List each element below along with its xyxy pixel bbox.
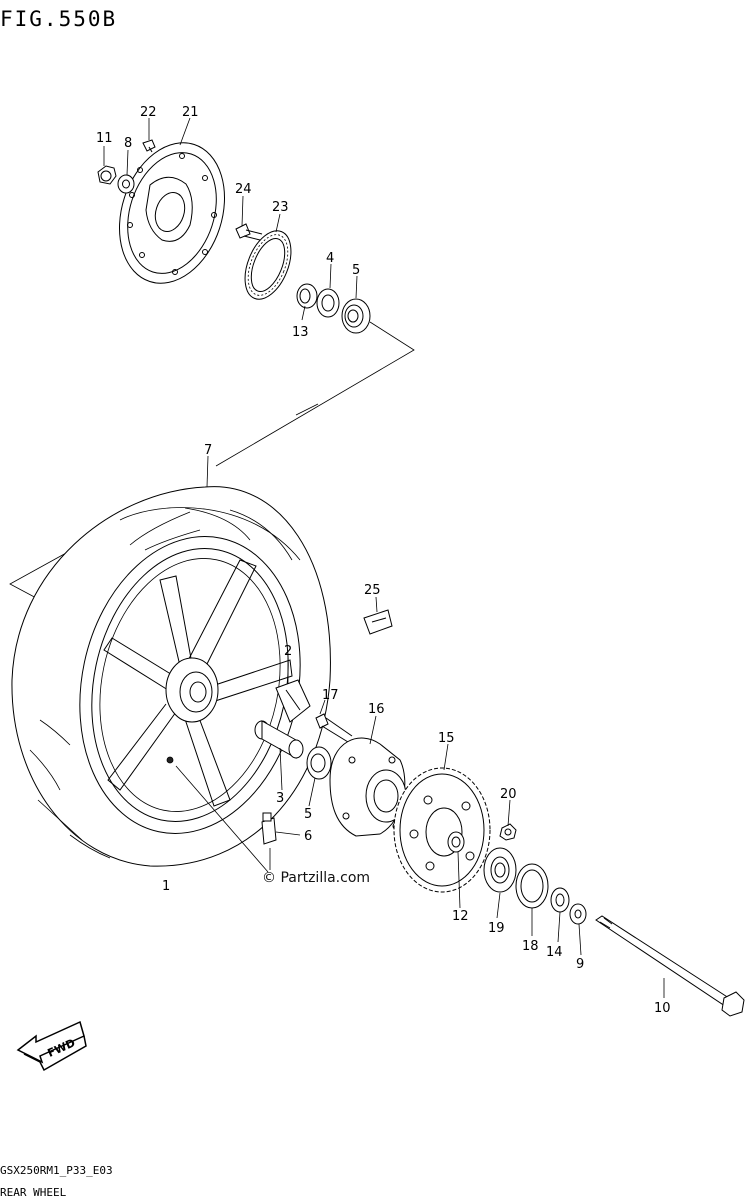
callout-11: 11 xyxy=(96,131,113,146)
callout-5-lower: 5 xyxy=(304,807,312,822)
callout-22: 22 xyxy=(140,105,157,120)
callout-23: 23 xyxy=(272,200,289,215)
leader-lines xyxy=(103,117,665,998)
callout-19: 19 xyxy=(488,921,505,936)
callout-21: 21 xyxy=(182,105,199,120)
callout-13: 13 xyxy=(292,325,309,340)
drum-bearing xyxy=(483,847,517,893)
figure-title: FIG.550B xyxy=(0,7,117,31)
sprocket-spacer xyxy=(447,831,465,853)
hub-damper xyxy=(275,679,311,723)
callout-1: 1 xyxy=(162,879,170,894)
callout-5-upper: 5 xyxy=(352,263,360,278)
rear-axle xyxy=(595,915,745,1017)
callout-18: 18 xyxy=(522,939,539,954)
sprocket-mounting-drum xyxy=(329,737,407,837)
callout-6: 6 xyxy=(304,829,312,844)
partzilla-watermark: © Partzilla.com xyxy=(262,870,370,886)
axle-collar xyxy=(550,887,570,913)
fwd-arrow: FWD xyxy=(16,1020,87,1072)
callout-4: 4 xyxy=(326,251,334,266)
model-code: GSX250RM1_P33_E03 xyxy=(0,1164,113,1177)
axle-washer xyxy=(569,903,587,925)
callout-24: 24 xyxy=(235,182,252,197)
callout-2: 2 xyxy=(284,644,292,659)
sensor-ring-bolt xyxy=(235,223,263,241)
callout-15: 15 xyxy=(438,731,455,746)
rear-wheel-tire xyxy=(11,486,331,867)
drum-oil-seal xyxy=(515,863,549,909)
callout-10: 10 xyxy=(654,1001,671,1016)
callout-9: 9 xyxy=(576,957,584,972)
wheel-bearing-right xyxy=(306,746,332,780)
oil-seal xyxy=(316,288,340,318)
spacer-collar xyxy=(296,283,318,309)
tire-valve xyxy=(261,812,277,845)
reference-lines xyxy=(9,321,415,601)
clip xyxy=(363,609,393,635)
disc-bolt xyxy=(142,139,156,153)
callout-25: 25 xyxy=(364,583,381,598)
sensor-ring xyxy=(244,230,292,300)
callout-7: 7 xyxy=(204,443,212,458)
callout-20: 20 xyxy=(500,787,517,802)
callout-17: 17 xyxy=(322,688,339,703)
sprocket-nut xyxy=(499,823,517,841)
callout-14: 14 xyxy=(546,945,563,960)
callout-8: 8 xyxy=(124,136,132,151)
axle-spacer xyxy=(254,720,304,759)
rear-sprocket xyxy=(393,767,491,893)
section-name: REAR WHEEL xyxy=(0,1186,67,1199)
callout-16: 16 xyxy=(368,702,385,717)
wheel-bearing-left xyxy=(341,298,371,334)
sprocket-mount-bolt xyxy=(315,713,353,743)
callout-labels: 11 8 22 21 24 23 4 5 13 7 25 2 17 16 15 … xyxy=(96,105,671,1016)
disc-nut xyxy=(97,165,117,185)
brake-disc xyxy=(118,142,226,284)
disc-washer xyxy=(117,174,135,194)
callout-3: 3 xyxy=(276,791,284,806)
callout-12: 12 xyxy=(452,909,469,924)
